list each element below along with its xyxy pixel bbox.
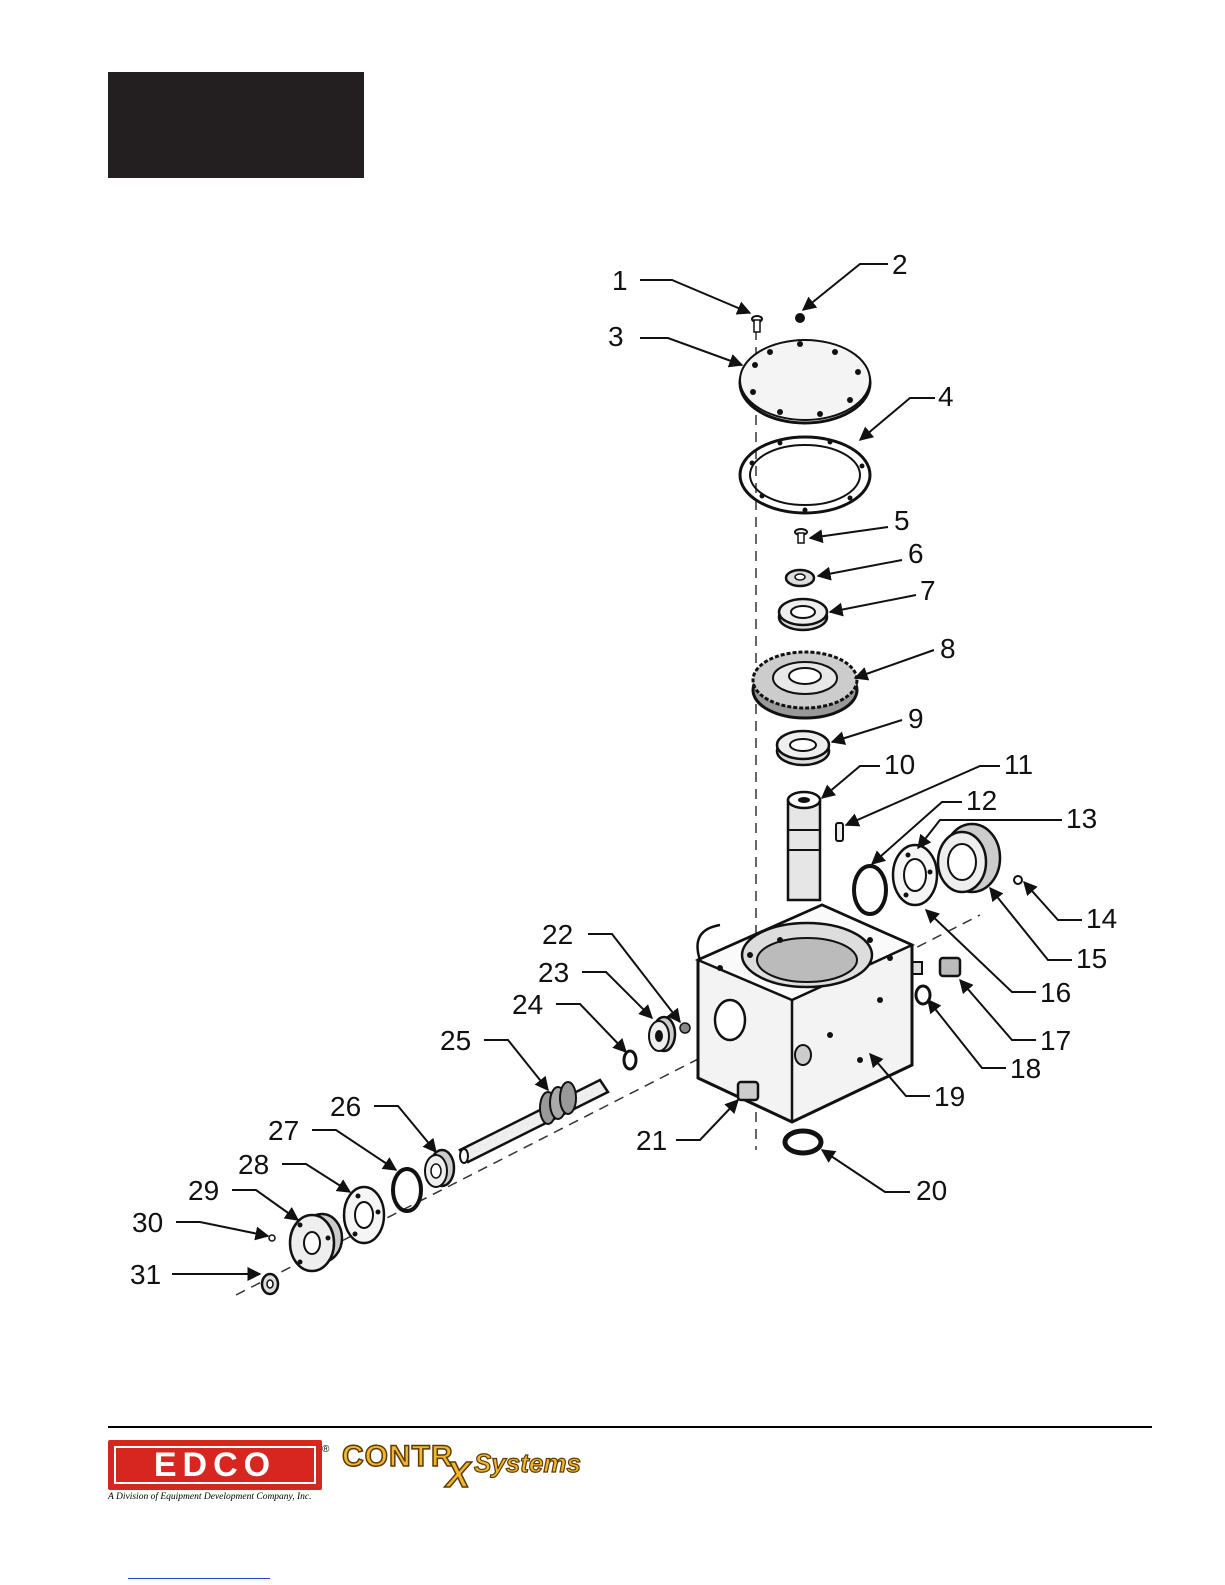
leader-24 [556, 1004, 626, 1052]
callout-1: 1 [612, 265, 628, 296]
part-bearing-26 [425, 1150, 454, 1187]
callout-5: 5 [894, 505, 910, 536]
callout-26: 26 [330, 1091, 361, 1122]
callout-2: 2 [892, 249, 908, 280]
leader-7 [830, 595, 916, 612]
part-screw-1 [752, 316, 762, 332]
leader-lines [172, 264, 1082, 1274]
callout-7: 7 [920, 575, 936, 606]
leader-10 [822, 766, 880, 798]
contrx-logo-x: X [446, 1454, 470, 1496]
callout-20: 20 [916, 1175, 947, 1206]
leader-27 [312, 1130, 396, 1170]
callout-15: 15 [1076, 943, 1107, 974]
part-oring-12 [854, 866, 886, 914]
leader-6 [818, 560, 902, 576]
bottom-link-underline[interactable] [128, 1578, 270, 1579]
callout-6: 6 [908, 538, 924, 569]
edco-subtitle: A Division of Equipment Development Comp… [108, 1492, 348, 1502]
part-worm-shaft-25 [460, 1080, 608, 1163]
leader-18 [928, 1000, 1006, 1068]
part-worm-gear-8 [753, 652, 857, 718]
part-oring-27 [393, 1169, 421, 1211]
part-housing-19 [698, 905, 913, 1122]
part-plug-2 [795, 313, 805, 323]
callout-31: 31 [130, 1259, 161, 1290]
callout-3: 3 [608, 321, 624, 352]
part-plug-21 [738, 1082, 758, 1100]
callout-16: 16 [1040, 977, 1071, 1008]
leader-14 [1024, 882, 1082, 920]
part-nut-22 [680, 1023, 690, 1033]
leader-5 [810, 527, 888, 538]
part-bearing-7 [779, 599, 827, 630]
leader-8 [855, 650, 934, 678]
leader-26 [374, 1106, 436, 1152]
leader-9 [832, 720, 902, 742]
leader-28 [282, 1164, 350, 1192]
callout-17: 17 [1040, 1025, 1071, 1056]
callout-28: 28 [238, 1149, 269, 1180]
callout-23: 23 [538, 957, 569, 988]
leader-29 [232, 1190, 298, 1220]
leader-20 [822, 1150, 910, 1192]
callout-12: 12 [966, 785, 997, 816]
callout-21: 21 [636, 1125, 667, 1156]
edco-logo: EDCO [108, 1440, 322, 1490]
callout-19: 19 [934, 1081, 965, 1112]
leader-4 [860, 398, 935, 440]
callout-18: 18 [1010, 1053, 1041, 1084]
callout-29: 29 [188, 1175, 219, 1206]
leader-22 [588, 934, 680, 1022]
contrx-logo-main: CONTR [342, 1440, 454, 1474]
leader-25 [484, 1040, 548, 1090]
callout-30: 30 [132, 1207, 163, 1238]
leader-1 [640, 280, 750, 313]
part-washer-20 [785, 1131, 821, 1153]
part-seal-31 [262, 1274, 278, 1294]
part-end-cap-29 [290, 1214, 342, 1271]
part-bearing-cap-15 [938, 824, 1000, 892]
part-screw-14 [1014, 876, 1022, 884]
part-gasket-13 [893, 845, 937, 905]
edco-registered-mark: ® [322, 1444, 329, 1455]
leader-3 [640, 338, 742, 365]
part-bearing-23 [649, 1017, 675, 1051]
leader-17 [960, 980, 1036, 1040]
callout-27: 27 [268, 1115, 299, 1146]
callout-24: 24 [512, 989, 543, 1020]
part-plug-17 [940, 958, 960, 976]
leader-30 [176, 1222, 268, 1236]
part-gasket-4 [740, 437, 870, 513]
leader-2 [803, 264, 888, 310]
callout-10: 10 [884, 749, 915, 780]
part-key-11 [836, 823, 843, 841]
leader-16 [926, 910, 1036, 992]
callout-11: 11 [1004, 749, 1033, 780]
callout-4: 4 [938, 381, 954, 412]
part-washer-24 [624, 1051, 636, 1069]
footer-divider [108, 1426, 1152, 1428]
callout-9: 9 [908, 703, 924, 734]
callout-8: 8 [940, 633, 956, 664]
contrx-logo-systems: Systems [474, 1448, 581, 1479]
leader-15 [990, 888, 1072, 960]
callout-14: 14 [1086, 903, 1117, 934]
leader-21 [676, 1100, 738, 1140]
part-screw-30 [269, 1235, 275, 1241]
part-washer-6 [786, 570, 814, 586]
callout-13: 13 [1066, 803, 1097, 834]
callout-22: 22 [542, 919, 573, 950]
part-shaft-10 [788, 792, 820, 900]
part-gasket-28 [344, 1187, 384, 1243]
part-bearing-9 [777, 731, 829, 765]
part-cover-plate-3 [740, 340, 870, 423]
callout-25: 25 [440, 1025, 471, 1056]
callout-numbers: 1 2 3 4 5 6 7 8 9 10 11 12 13 14 15 16 1… [130, 249, 1117, 1290]
leader-23 [582, 972, 652, 1018]
edco-logo-text: EDCO [114, 1446, 316, 1484]
part-screw-5 [795, 529, 807, 543]
